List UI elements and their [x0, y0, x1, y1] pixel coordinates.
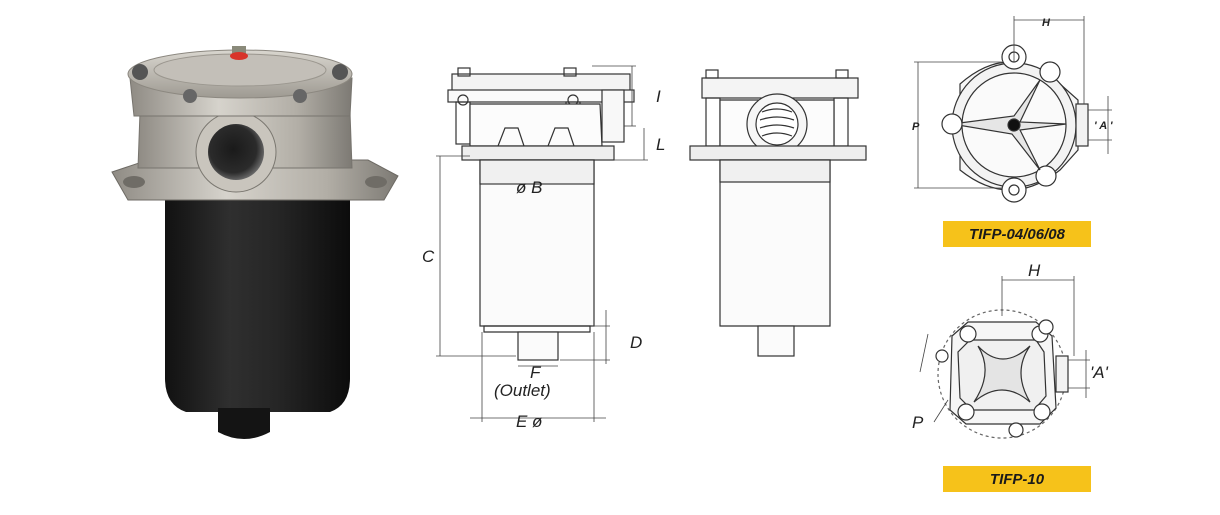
filter-photo [111, 46, 399, 439]
tv1-label-h: H [1042, 17, 1051, 29]
model-badge-tifp-04-06-08: TIFP-04/06/08 [943, 221, 1091, 247]
model-badge-tifp-10: TIFP-10 [943, 466, 1091, 492]
front-dimension-lines [436, 65, 648, 422]
tv2-label-p: P [912, 413, 924, 432]
dim-label-outlet: (Outlet) [494, 381, 551, 400]
dim-label-i: I [656, 87, 661, 106]
dim-label-e: E ø [516, 412, 542, 431]
tv2-label-a: 'A' [1090, 363, 1109, 382]
tv2-label-h: H [1028, 261, 1041, 280]
side-drawing [689, 69, 867, 357]
tv1-label-a: ' A ' [1094, 120, 1113, 132]
dim-label-f: F [530, 363, 542, 382]
dim-label-l: L [656, 135, 665, 154]
top-view-large [941, 44, 1089, 203]
dim-label-d: D [630, 333, 642, 352]
top-view-small-dims [919, 276, 1090, 423]
tv1-label-p: P [912, 121, 920, 133]
dim-label-c: C [422, 247, 435, 266]
top-view-large-dims [914, 16, 1112, 189]
front-drawing [447, 67, 635, 361]
dim-label-b: ø B [516, 178, 542, 197]
top-view-small [935, 309, 1069, 439]
